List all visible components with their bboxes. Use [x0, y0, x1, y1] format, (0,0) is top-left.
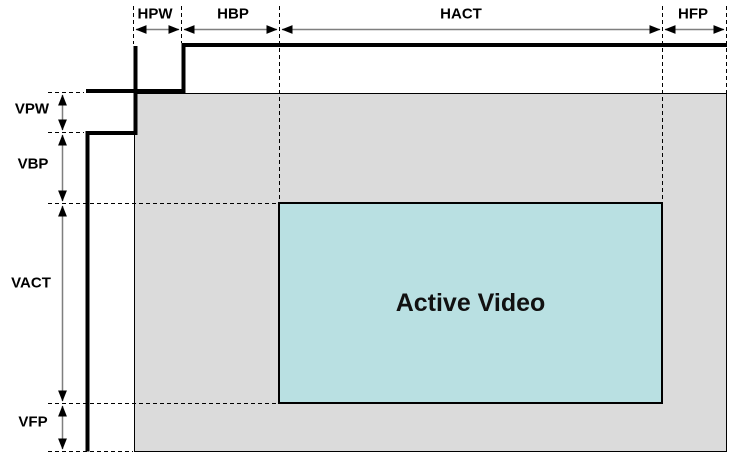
active-video-region: Active Video — [278, 202, 663, 404]
vfp-label: VFP — [18, 413, 48, 431]
vpw-label: VPW — [14, 100, 50, 118]
hpw-label: HPW — [137, 5, 173, 23]
vbp-label: VBP — [17, 155, 49, 173]
hbp-label: HBP — [217, 5, 249, 23]
hact-label: HACT — [440, 5, 482, 23]
vsync-waveform — [85, 89, 138, 452]
hsync-waveform — [133, 43, 727, 93]
hfp-label: HFP — [678, 5, 708, 23]
vact-label: VACT — [11, 274, 51, 292]
active-video-label: Active Video — [395, 288, 546, 317]
